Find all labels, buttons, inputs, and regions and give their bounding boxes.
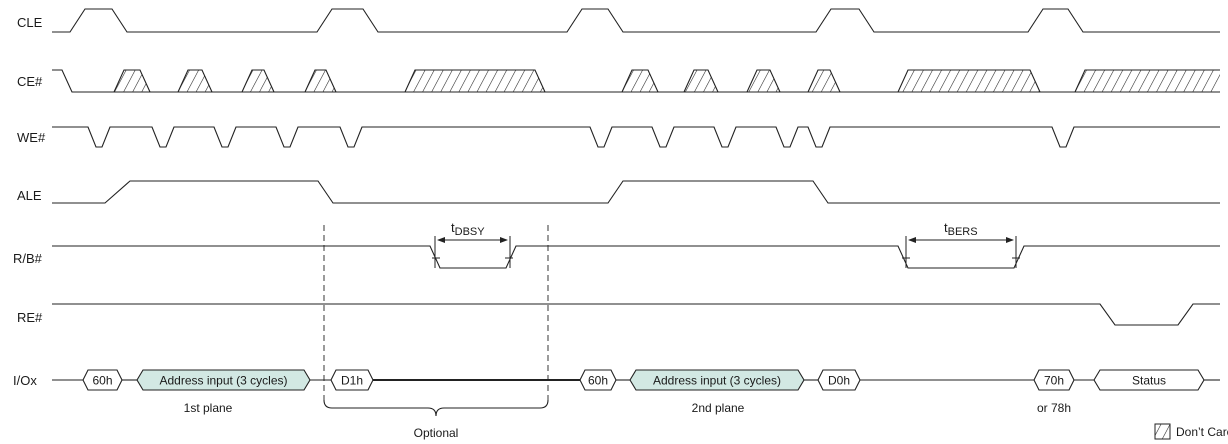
io-cell-d1h-label: D1h — [341, 374, 363, 388]
io-cell-d1h — [330, 369, 374, 391]
io-cell-60h-1 — [82, 369, 123, 391]
re-waveform — [52, 303, 1220, 326]
rb-waveform — [52, 245, 1220, 269]
ce-waveform — [52, 69, 1220, 93]
io-cell-60h-2-label: 60h — [588, 374, 608, 388]
tdbsy-label: tDBSY — [451, 220, 485, 238]
io-label: I/Ox — [13, 373, 37, 388]
tbers-label: tBERS — [944, 220, 978, 238]
optional-brace — [323, 399, 549, 417]
ce-label: CE# — [17, 74, 43, 89]
we-label: WE# — [17, 130, 46, 145]
or78h-note: or 78h — [1037, 401, 1071, 415]
io-cell-60h-2 — [579, 369, 617, 391]
io-cell-d0h-label: D0h — [828, 374, 850, 388]
tbers-dimension — [905, 236, 1017, 268]
io-cell-70h — [1033, 369, 1075, 391]
io-cell-70h-label: 70h — [1044, 374, 1064, 388]
plane2-note: 2nd plane — [692, 401, 745, 415]
re-label: RE# — [17, 310, 43, 325]
io-cell-address-1-label: Address input (3 cycles) — [159, 374, 287, 388]
ce-dont-care-regions — [113, 69, 1220, 93]
io-cell-address-1 — [136, 369, 311, 391]
dont-care-swatch-icon — [1154, 423, 1171, 440]
io-cell-status-label: Status — [1132, 374, 1166, 388]
cle-waveform — [52, 8, 1220, 33]
io-cell-status — [1093, 369, 1205, 391]
dont-care-label: Don’t Care — [1176, 425, 1228, 439]
ale-label: ALE — [17, 188, 42, 203]
plane1-note: 1st plane — [184, 401, 233, 415]
cle-label: CLE — [17, 15, 43, 30]
io-cell-address-2-label: Address input (3 cycles) — [653, 374, 781, 388]
io-cell-d0h — [817, 369, 861, 391]
tdbsy-dimension — [434, 236, 511, 268]
ale-waveform — [52, 180, 1220, 204]
io-cell-60h-1-label: 60h — [92, 374, 112, 388]
we-waveform — [52, 126, 1220, 148]
io-cell-address-2 — [629, 369, 805, 391]
optional-note: Optional — [414, 426, 459, 440]
rb-label: R/B# — [13, 251, 43, 266]
dont-care-legend: Don’t Care — [1154, 423, 1228, 440]
